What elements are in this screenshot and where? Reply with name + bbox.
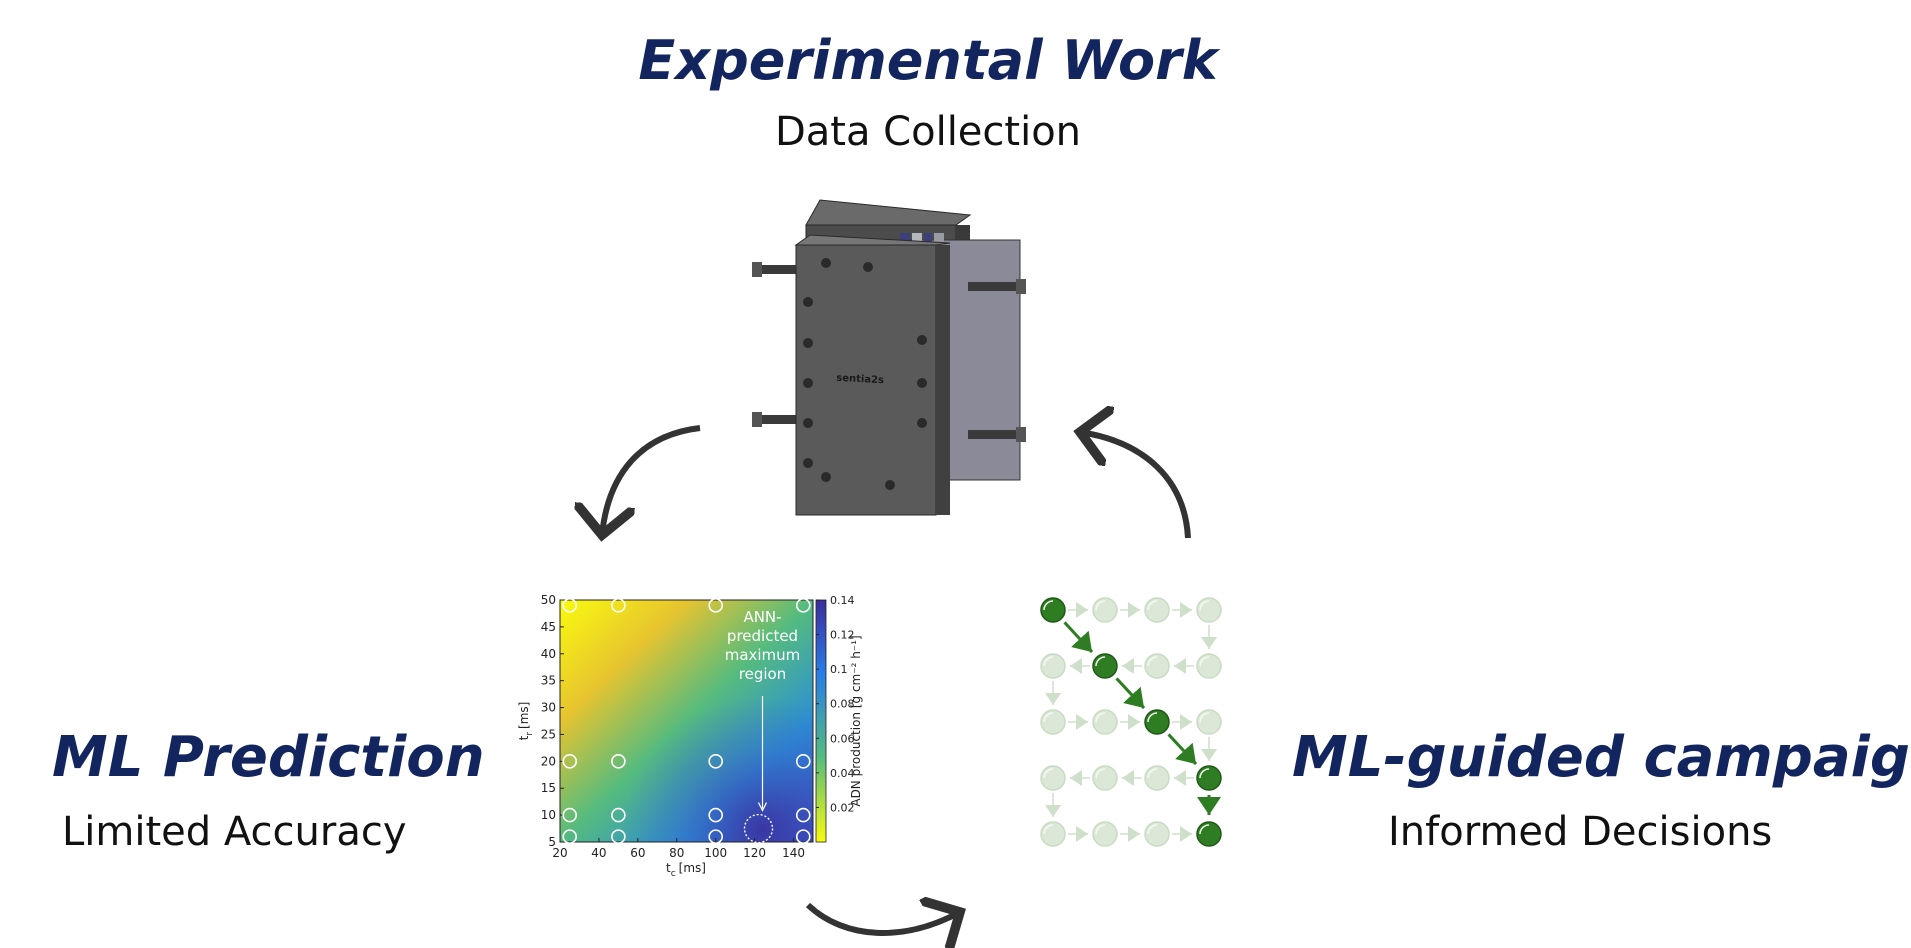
experiment-point xyxy=(708,754,723,769)
node-highlight xyxy=(1043,656,1054,667)
x-tick-label: 100 xyxy=(704,846,727,860)
node-highlight xyxy=(1199,656,1210,667)
annotation-arrow-head xyxy=(757,802,768,812)
colorbar-tick-label: 0.14 xyxy=(830,594,855,607)
node-highlight xyxy=(1095,656,1106,667)
x-tick-label: 20 xyxy=(552,846,567,860)
x-tick-label: 40 xyxy=(591,846,606,860)
x-tick-label: 80 xyxy=(669,846,684,860)
node-highlight xyxy=(1095,712,1106,723)
experiment-point xyxy=(562,829,578,844)
bolt-right-top xyxy=(968,279,1026,294)
experimental-work-title: Experimental Work xyxy=(638,29,1218,92)
node-highlight xyxy=(1043,600,1054,611)
data-collection-subtitle: Data Collection xyxy=(774,109,1082,155)
node-highlight xyxy=(1147,768,1158,779)
colorbar-tick-label: 0.06 xyxy=(830,732,855,745)
y-tick-label: 10 xyxy=(541,808,556,822)
x-tick-label: 60 xyxy=(630,846,645,860)
arrow-to-ml-prediction xyxy=(602,425,701,535)
node-highlight xyxy=(1147,712,1158,723)
y-tick-label: 5 xyxy=(548,835,556,849)
node-highlight xyxy=(1043,768,1054,779)
y-tick-label: 25 xyxy=(541,727,556,741)
active-path-link xyxy=(1115,677,1146,710)
colorbar xyxy=(815,599,827,843)
experiment-point xyxy=(611,829,626,844)
informed-decisions-subtitle: Informed Decisions xyxy=(1388,809,1773,855)
x-tick-label: 120 xyxy=(743,846,766,860)
experiment-point xyxy=(562,807,578,823)
active-path-link xyxy=(1167,733,1198,766)
node-highlight xyxy=(1199,712,1210,723)
node-highlight xyxy=(1147,656,1158,667)
arrow-to-ml-guided-campaign xyxy=(805,905,960,933)
experiment-point xyxy=(611,754,626,769)
ml-guided-campaign-title: ML-guided campaign xyxy=(1292,725,1911,790)
electrochemical-cell-illustration: sentia2s xyxy=(752,199,1026,516)
colorbar-tick-label: 0.12 xyxy=(830,629,855,642)
annotation-line: region xyxy=(739,665,786,683)
bolt-left-top xyxy=(752,262,810,277)
ann-prediction-heatmap: 20 40 60 80 100 120 140 5 10 15 20 25 30 35 40 45 50 AN… xyxy=(517,593,863,879)
experiment-point xyxy=(708,598,723,613)
colorbar-tick-label: 0.08 xyxy=(830,698,855,711)
node-highlight xyxy=(1043,824,1054,835)
device-label: sentia2s xyxy=(836,373,884,386)
ml-prediction-title: ML Prediction xyxy=(52,725,485,790)
experiment-point xyxy=(795,807,811,823)
node-highlight xyxy=(1147,824,1158,835)
ml-guided-campaign-grid xyxy=(1040,597,1222,847)
node-highlight xyxy=(1095,768,1106,779)
y-tick-label: 20 xyxy=(541,754,556,768)
node-highlight xyxy=(1199,600,1210,611)
colorbar-label: ADN production [g cm⁻² h⁻¹] xyxy=(849,635,863,806)
bolt-right-bottom xyxy=(968,427,1026,442)
experiment-point xyxy=(562,754,578,769)
colorbar-tick-label: 0.1 xyxy=(830,663,848,676)
node-highlight xyxy=(1147,600,1158,611)
bolt-left-bottom xyxy=(752,412,810,427)
colorbar-tick-label: 0.04 xyxy=(830,767,855,780)
limited-accuracy-subtitle: Limited Accuracy xyxy=(62,809,407,855)
y-tick-label: 45 xyxy=(541,620,556,634)
y-tick-label: 50 xyxy=(541,593,556,607)
node-highlight xyxy=(1095,824,1106,835)
active-path-link xyxy=(1063,621,1094,654)
annotation-line: ANN- xyxy=(743,608,781,626)
experiment-point xyxy=(795,754,811,769)
annotation-line: predicted xyxy=(727,627,798,645)
experiment-point xyxy=(708,807,723,823)
experiment-point xyxy=(611,598,626,613)
heatmap-max-shading xyxy=(560,600,813,842)
y-tick-label: 30 xyxy=(541,701,556,715)
node-highlight xyxy=(1043,712,1054,723)
node-highlight xyxy=(1095,600,1106,611)
node-highlight xyxy=(1199,824,1210,835)
y-axis-label: tr[ms] xyxy=(517,702,535,741)
experiment-point xyxy=(611,807,626,823)
colorbar-tick-label: 0.02 xyxy=(830,801,855,814)
x-tick-label: 140 xyxy=(782,846,805,860)
experiment-point xyxy=(795,829,811,844)
y-tick-label: 15 xyxy=(541,781,556,795)
node-highlight xyxy=(1199,768,1210,779)
experiment-point xyxy=(708,829,723,844)
y-tick-label: 40 xyxy=(541,647,556,661)
annotation-line: maximum xyxy=(725,646,801,664)
y-tick-label: 35 xyxy=(541,674,556,688)
experiment-point xyxy=(795,598,811,613)
x-axis-label: tc[ms] xyxy=(666,861,706,879)
experiment-point xyxy=(562,598,578,613)
arrow-to-experimental-work xyxy=(1080,432,1191,539)
